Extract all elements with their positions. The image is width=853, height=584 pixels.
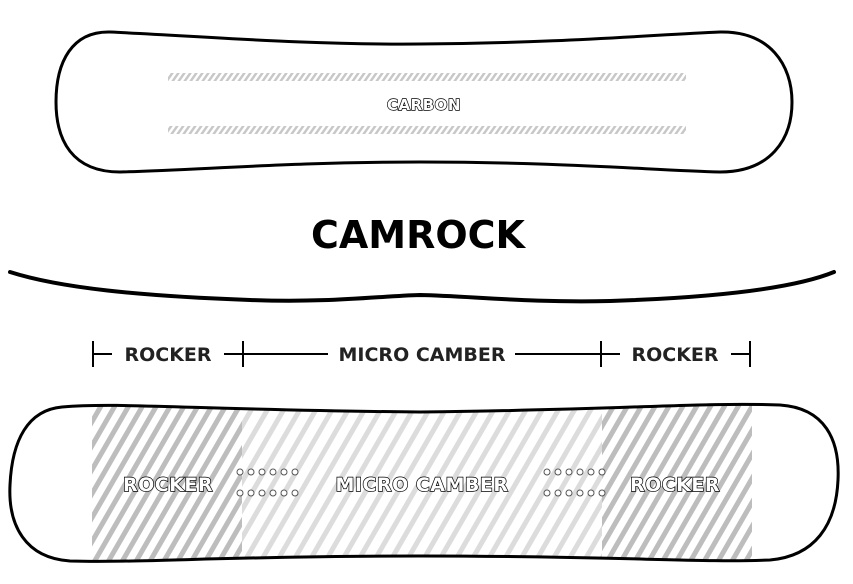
hatch-rocker-left [92, 404, 242, 562]
insert-hole [291, 468, 299, 476]
insert-hole [258, 468, 266, 476]
page-title: CAMROCK [311, 213, 527, 257]
insert-hole [576, 489, 584, 497]
insert-hole [269, 489, 277, 497]
hatch-rocker-right [602, 404, 752, 562]
insert-hole [543, 468, 551, 476]
insert-holes-left [236, 468, 299, 497]
bottom-label-rocker-left: ROCKER [123, 474, 213, 496]
insert-hole [280, 468, 288, 476]
insert-hole [598, 489, 606, 497]
zone-label-right: ROCKER [631, 344, 718, 366]
top-board-outline [54, 30, 794, 174]
insert-hole [598, 468, 606, 476]
insert-hole [576, 468, 584, 476]
bottom-label-micro-camber: MICRO CAMBER [336, 474, 509, 496]
insert-hole [280, 489, 288, 497]
insert-hole [565, 489, 573, 497]
carbon-stripe-bottom [168, 126, 686, 134]
zone-label-left: ROCKER [124, 344, 211, 366]
carbon-stripe-top [168, 73, 686, 81]
insert-holes-right [543, 468, 606, 497]
bottom-board: ROCKER MICRO CAMBER ROCKER [8, 402, 840, 563]
bottom-label-rocker-right: ROCKER [630, 474, 720, 496]
insert-hole [554, 468, 562, 476]
insert-hole [587, 489, 595, 497]
insert-hole [258, 489, 266, 497]
bottom-board-outline [8, 402, 840, 563]
insert-hole [554, 489, 562, 497]
insert-hole [247, 489, 255, 497]
insert-hole [236, 468, 244, 476]
insert-hole [236, 489, 244, 497]
zone-dimension-line [92, 341, 751, 367]
insert-hole [247, 468, 255, 476]
insert-hole [587, 468, 595, 476]
hatch-micro-camber [242, 404, 602, 562]
insert-hole [291, 489, 299, 497]
insert-hole [543, 489, 551, 497]
carbon-label: CARBON [387, 96, 461, 114]
top-board: CARBON [54, 30, 794, 174]
camrock-profile-line [8, 270, 836, 304]
insert-hole [565, 468, 573, 476]
insert-hole [269, 468, 277, 476]
zone-label-center: MICRO CAMBER [339, 344, 506, 366]
